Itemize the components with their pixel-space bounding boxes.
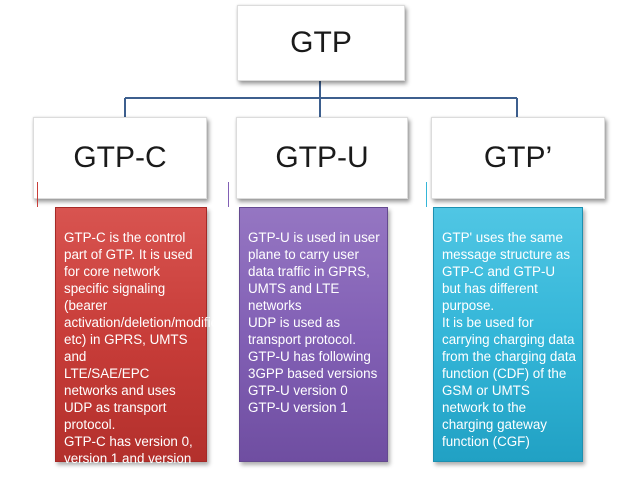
- branch-node-gtp-u: GTP-U: [236, 117, 408, 199]
- root-node-gtp: GTP: [237, 5, 405, 81]
- card-accent-mark-gtp-prime: [426, 182, 427, 207]
- branch-node-gtp-prime: GTP’: [431, 117, 605, 199]
- branch-node-gtp-c: GTP-C: [33, 117, 207, 199]
- card-accent-mark-gtp-c: [37, 182, 38, 207]
- branch-node-label: GTP’: [483, 141, 553, 174]
- branch-node-label: GTP-U: [275, 141, 369, 174]
- branch-node-label: GTP-C: [73, 141, 167, 174]
- card-description-text: GTP' uses the same message structure as …: [442, 230, 576, 449]
- connector-lines: [124, 79, 518, 117]
- description-card-gtp-prime: GTP' uses the same message structure as …: [433, 207, 583, 462]
- card-accent-mark-gtp-u: [228, 182, 229, 207]
- description-card-gtp-u: GTP-U is used in user plane to carry use…: [239, 207, 388, 462]
- description-card-gtp-c: GTP-C is the control part of GTP. It is …: [55, 207, 246, 500]
- card-description-text: GTP-U is used in user plane to carry use…: [248, 230, 380, 415]
- root-node-label: GTP: [290, 26, 352, 59]
